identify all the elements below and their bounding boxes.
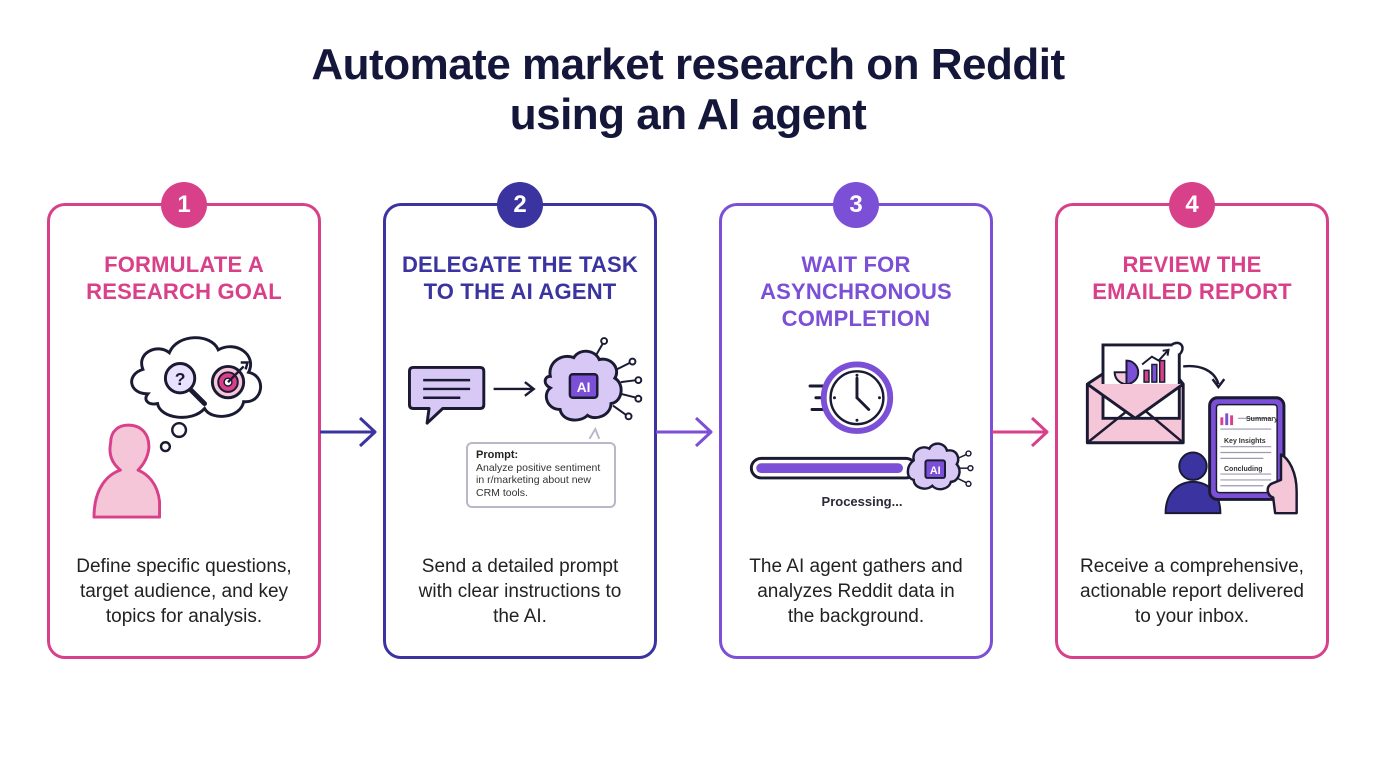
step-4-title-line-1: REVIEW THE	[1122, 252, 1262, 277]
prompt-box: Prompt: Analyze positive sentiment in r/…	[466, 442, 616, 508]
step-3-desc-line-2: analyzes Reddit data in	[757, 581, 955, 602]
arrow-right-icon	[656, 416, 713, 448]
step-1-desc-line-1: Define specific questions,	[76, 556, 292, 577]
step-1-title-line-2: RESEARCH GOAL	[86, 279, 282, 304]
tablet-concluding-label: Concluding	[1224, 466, 1263, 473]
delegate-illustration: AI	[408, 337, 643, 440]
prompt-label: Prompt:	[476, 449, 519, 461]
step-1-title: FORMULATE A RESEARCH GOAL	[50, 251, 318, 305]
step-2-desc-line-1: Send a detailed prompt	[421, 556, 619, 577]
step-4-number: 4	[1185, 191, 1199, 218]
step-2-title-line-2: TO THE AI AGENT	[423, 279, 617, 304]
chat-bubble-icon	[408, 365, 486, 425]
ai-brain-icon: AI	[543, 337, 643, 422]
step-3-card: WAIT FOR ASYNCHRONOUS COMPLETION AI	[719, 203, 993, 659]
hand-icon	[1266, 453, 1298, 515]
step-2-card: DELEGATE THE TASK TO THE AI AGENT AI	[383, 203, 657, 659]
step-2-description: Send a detailed prompt with clear instru…	[396, 554, 644, 629]
step-4-desc-line-3: to your inbox.	[1134, 606, 1250, 627]
target-icon	[210, 361, 250, 400]
tablet-insights-label: Key Insights	[1224, 438, 1266, 445]
svg-text:?: ?	[175, 369, 186, 389]
page-title-line-1: Automate market research on Reddit	[311, 40, 1065, 89]
tablet-summary-label: Summary	[1246, 416, 1278, 423]
wait-illustration: AI	[749, 361, 974, 491]
magnifier-question-icon: ?	[163, 362, 207, 407]
step-4-title-line-2: EMAILED REPORT	[1092, 279, 1292, 304]
step-3-number: 3	[849, 191, 863, 218]
processing-label: Processing...	[821, 494, 903, 509]
step-4-desc-line-2: actionable report delivered	[1080, 581, 1304, 602]
step-3-badge: 3	[833, 182, 879, 228]
step-3-title: WAIT FOR ASYNCHRONOUS COMPLETION	[722, 251, 990, 332]
page-title-line-2: using an AI agent	[509, 90, 867, 139]
step-1-description: Define specific questions, target audien…	[60, 554, 308, 629]
step-3-desc-line-1: The AI agent gathers and	[749, 556, 963, 577]
curved-arrow-icon	[1183, 364, 1220, 385]
step-1-badge: 1	[161, 182, 207, 228]
step-2-desc-line-2: with clear instructions to	[418, 581, 622, 602]
tablet-icon	[1208, 396, 1286, 501]
step-3-title-line-1: WAIT FOR	[801, 252, 911, 277]
step-4-card: REVIEW THE EMAILED REPORT	[1055, 203, 1329, 659]
step-1-card: FORMULATE A RESEARCH GOAL ? Define sp	[47, 203, 321, 659]
page-title: Automate market research on Reddit using…	[0, 40, 1376, 140]
step-3-title-line-2: ASYNCHRONOUS	[760, 279, 952, 304]
arrow-right-icon	[992, 416, 1049, 448]
ai-chip-label: AI	[577, 380, 591, 395]
small-arrow-icon	[493, 381, 536, 397]
thinking-person-illustration: ?	[92, 336, 263, 519]
step-1-desc-line-3: topics for analysis.	[105, 606, 263, 627]
ai-brain-small-icon: AI	[906, 442, 974, 491]
envelope-icon	[1085, 341, 1185, 445]
step-1-number: 1	[177, 191, 191, 218]
step-2-desc-line-3: the AI.	[493, 606, 547, 627]
progress-bar	[749, 456, 918, 480]
ai-chip-small-label: AI	[930, 465, 941, 477]
step-3-desc-line-3: the background.	[787, 606, 925, 627]
email-report-illustration	[1085, 341, 1298, 515]
step-1-desc-line-2: target audience, and key	[79, 581, 289, 602]
step-1-title-line-1: FORMULATE A	[104, 252, 264, 277]
step-3-description: The AI agent gathers and analyzes Reddit…	[732, 554, 980, 629]
arrow-right-icon	[320, 416, 377, 448]
step-2-badge: 2	[497, 182, 543, 228]
step-4-desc-line-1: Receive a comprehensive,	[1080, 556, 1304, 577]
step-3-title-line-3: COMPLETION	[781, 306, 931, 331]
prompt-text: Analyze positive sentiment in r/marketin…	[476, 461, 601, 499]
clock-icon	[808, 361, 894, 434]
step-4-badge: 4	[1169, 182, 1215, 228]
person-silhouette-icon	[92, 423, 162, 519]
step-4-title: REVIEW THE EMAILED REPORT	[1058, 251, 1326, 305]
step-4-description: Receive a comprehensive, actionable repo…	[1068, 554, 1316, 629]
step-2-title: DELEGATE THE TASK TO THE AI AGENT	[386, 251, 654, 305]
step-2-title-line-1: DELEGATE THE TASK	[401, 252, 639, 277]
step-2-number: 2	[513, 191, 527, 218]
person-icon	[1164, 451, 1222, 515]
